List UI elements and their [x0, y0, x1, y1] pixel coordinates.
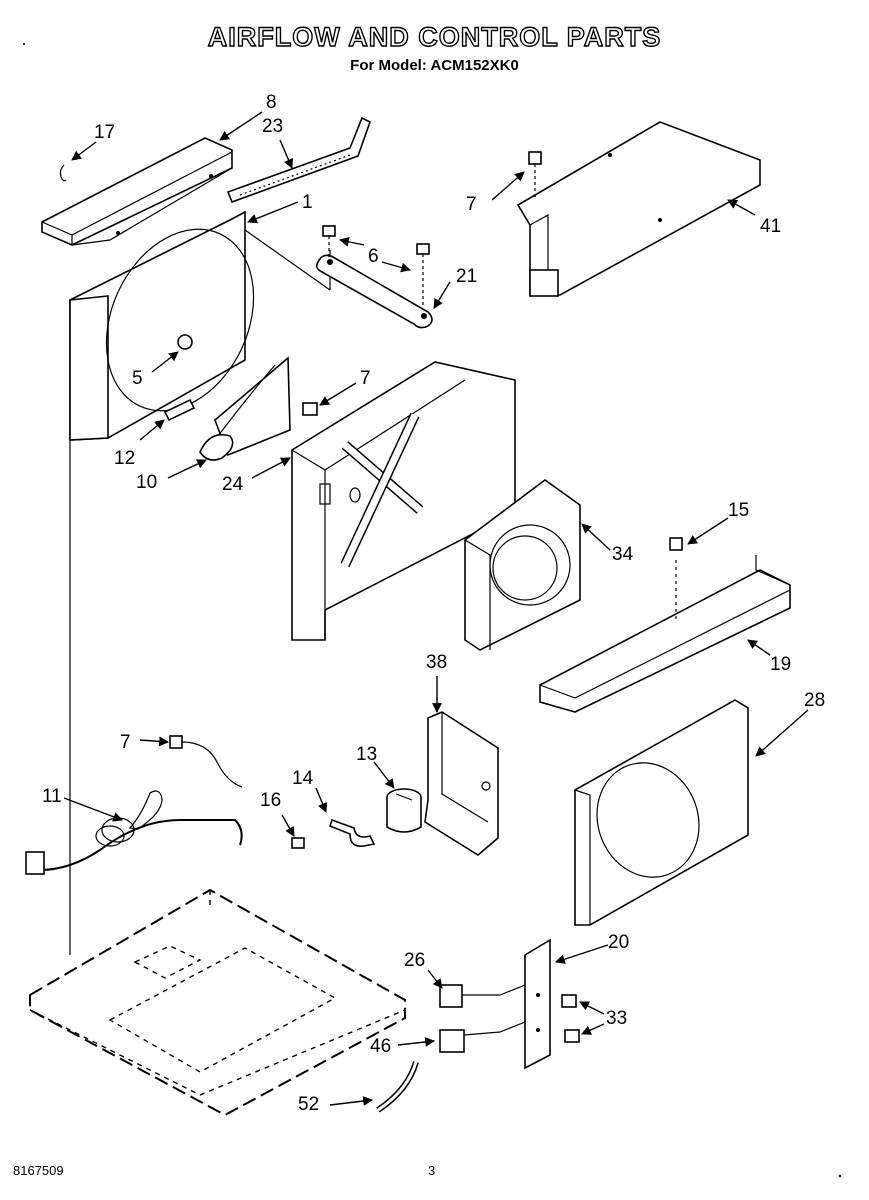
base-pan-outline	[29, 888, 406, 1117]
part-24-partition	[291, 361, 516, 641]
screw-33-b	[564, 1029, 580, 1043]
callout-34: 34	[612, 544, 634, 565]
callout-7-cord: 7	[120, 732, 131, 753]
part-19-bracket	[539, 555, 791, 713]
model-subtitle: For Model: ACM152XK0	[350, 57, 519, 74]
part-13-capacitor	[386, 788, 422, 833]
callout-5: 5	[132, 368, 143, 389]
page-number: 3	[428, 1163, 436, 1178]
callout-13: 13	[356, 744, 377, 765]
part-21-brace	[315, 254, 433, 329]
callout-38: 38	[426, 652, 447, 673]
callout-24: 24	[222, 474, 244, 495]
part-17-clip	[59, 164, 67, 182]
part-23-strip	[226, 116, 371, 204]
callout-21: 21	[456, 266, 477, 287]
callout-6: 6	[368, 246, 379, 267]
part-12-block	[163, 398, 196, 422]
callout-14: 14	[292, 768, 314, 789]
part-26-switch	[439, 984, 526, 1008]
callout-8: 8	[266, 92, 277, 113]
screw-7-top	[528, 151, 542, 198]
part-14-strap	[329, 818, 376, 848]
callout-52: 52	[298, 1094, 319, 1115]
callout-7-mid: 7	[360, 368, 371, 389]
callout-12: 12	[114, 448, 135, 469]
callout-15: 15	[728, 500, 749, 521]
screw-6b	[416, 243, 430, 306]
part-8-top-bracket	[41, 137, 233, 246]
callout-7-top: 7	[466, 194, 477, 215]
part-28-side-panel	[574, 699, 749, 926]
callout-41: 41	[760, 216, 781, 237]
callout-28: 28	[804, 690, 825, 711]
part-41-top-cover	[516, 121, 761, 297]
callout-20: 20	[608, 932, 629, 953]
screw-7-mid	[302, 402, 318, 416]
screw-7-cord	[169, 735, 243, 788]
part-52-drain-tube	[376, 1061, 419, 1113]
screw-33-a	[561, 994, 577, 1008]
page-title: AIRFLOW AND CONTROL PARTS	[207, 21, 662, 52]
part-38-control-box	[424, 711, 499, 856]
callout-19: 19	[770, 654, 791, 675]
part-34-blower-housing	[464, 479, 581, 651]
callout-1: 1	[302, 192, 313, 213]
callout-16: 16	[260, 790, 281, 811]
part-46-switch	[439, 1021, 526, 1053]
screw-15	[669, 537, 683, 551]
callout-26: 26	[404, 950, 425, 971]
part-20-mount-plate	[524, 938, 551, 1070]
screw-6a	[322, 225, 336, 258]
screw-16	[291, 837, 305, 849]
part-1-fan-shroud	[69, 210, 331, 441]
callout-17: 17	[94, 122, 115, 143]
callout-10: 10	[136, 472, 157, 493]
callout-33: 33	[606, 1008, 627, 1029]
document-number: 8167509	[13, 1163, 64, 1178]
callout-11: 11	[42, 786, 62, 807]
leader-lines	[63, 111, 809, 1106]
callout-46: 46	[370, 1036, 391, 1057]
part-10-orifice-panel	[199, 356, 291, 461]
callout-23: 23	[262, 116, 283, 137]
